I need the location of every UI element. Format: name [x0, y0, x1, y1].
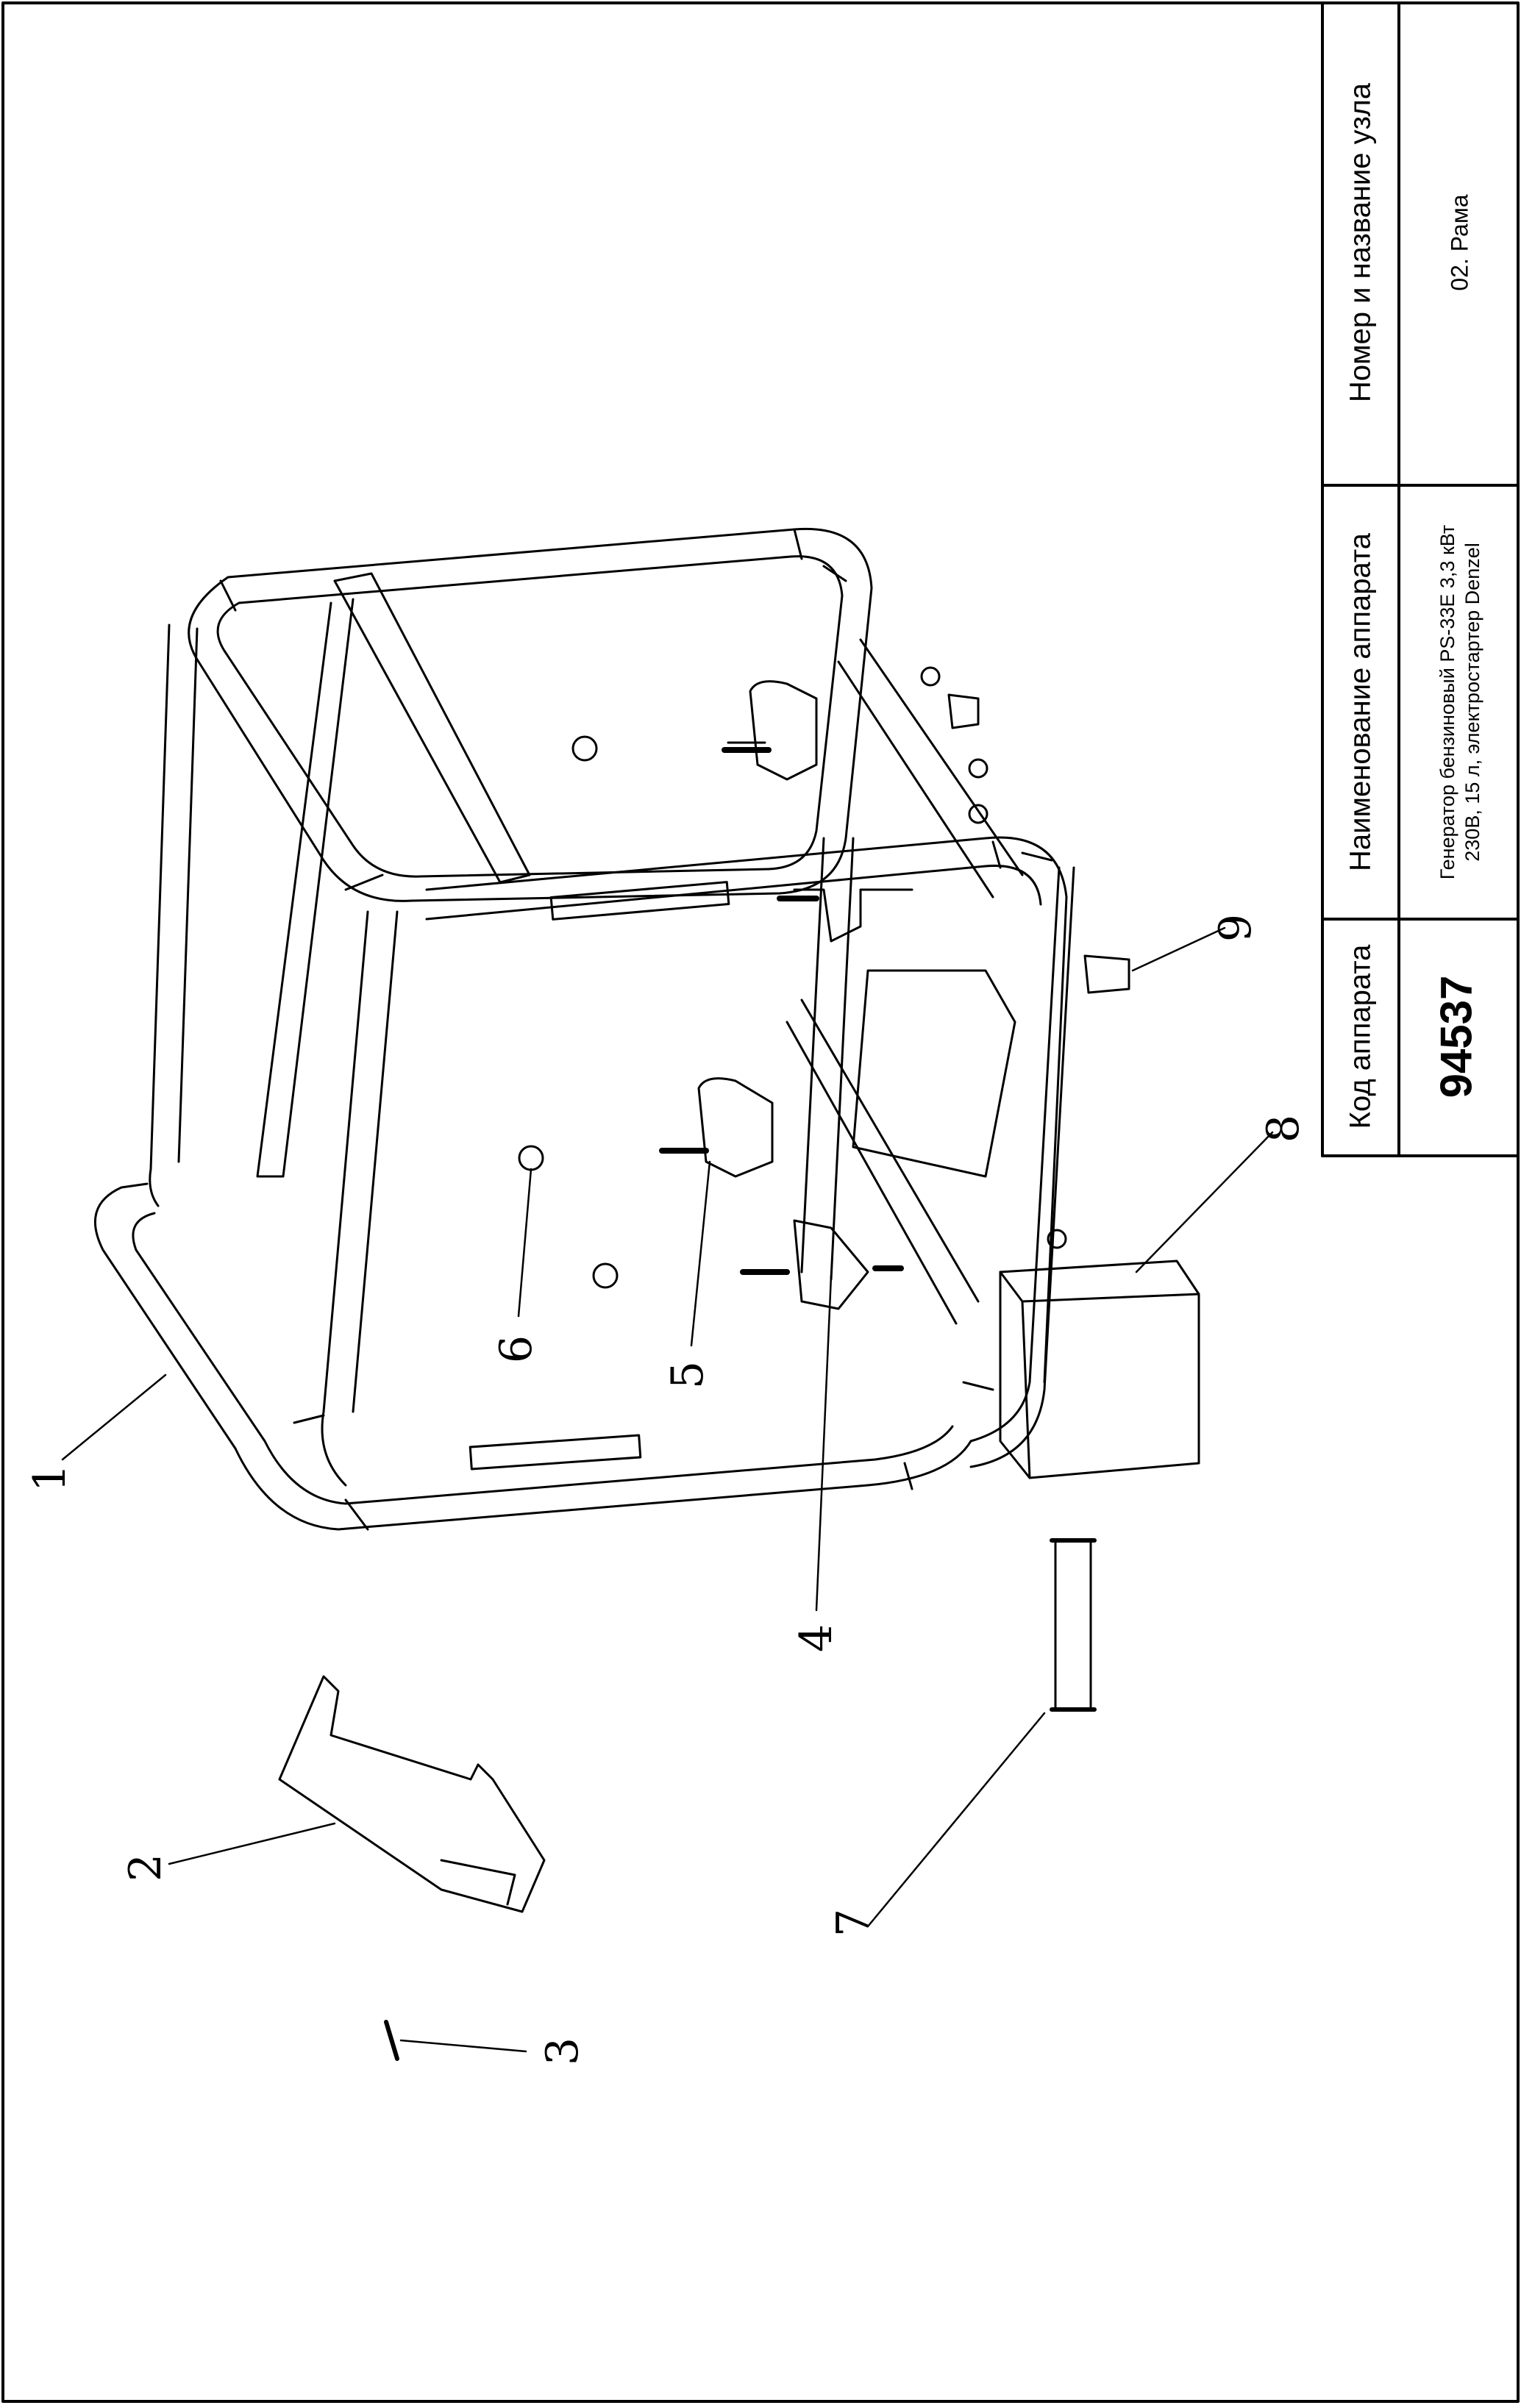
callout-9: 9 — [1210, 914, 1261, 942]
callout-2: 2 — [120, 1854, 171, 1882]
node-header: Номер и название узла — [1344, 82, 1377, 403]
code-value: 94537 — [1431, 975, 1481, 1098]
bolt — [384, 2020, 399, 2061]
callout-6: 6 — [491, 1335, 542, 1363]
battery-box — [852, 969, 1200, 1479]
node-value: 02. Рама — [1446, 194, 1473, 291]
cross-members — [256, 572, 1024, 1471]
title-block — [1321, 1, 1520, 1157]
callout-1: 1 — [24, 1464, 76, 1492]
code-header: Код аппарата — [1344, 944, 1377, 1129]
flange-nuts — [518, 666, 1067, 1289]
callout-7: 7 — [827, 1909, 879, 1937]
name-value: Генератор бензиновый PS-33E 3,3 кВт 230В… — [1435, 496, 1485, 908]
callout-numbers: 1 2 3 4 5 6 7 8 9 — [24, 914, 1309, 2065]
engine-mounts — [697, 680, 913, 1310]
mount-studs — [659, 747, 904, 1275]
name-header: Наименование аппарата — [1344, 533, 1377, 871]
handle-bracket — [278, 1675, 546, 1913]
callout-4: 4 — [791, 1624, 842, 1652]
callout-5: 5 — [662, 1361, 713, 1389]
name-value-line2: 230В, 15 л, электростартер Denzel — [1461, 543, 1483, 862]
main-tube-frame — [93, 527, 1075, 1531]
name-value-line1: Генератор бензиновый PS-33E 3,3 кВт — [1436, 524, 1458, 880]
callout-3: 3 — [537, 2037, 588, 2065]
grip-tube — [1050, 1538, 1097, 1712]
callout-8: 8 — [1258, 1115, 1309, 1143]
rubber-foot — [947, 693, 1130, 994]
leader-lines — [61, 926, 1274, 2053]
